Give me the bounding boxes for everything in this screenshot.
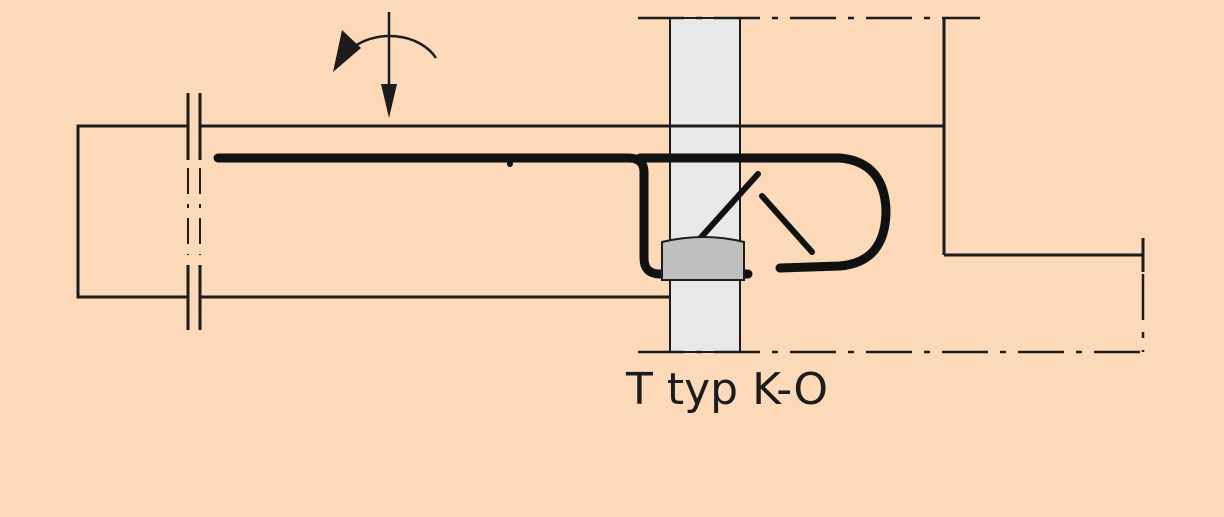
connector-type-label: T typ K-O bbox=[626, 364, 829, 415]
moment-arrow-icon bbox=[333, 30, 438, 72]
boundary-dashdot-lines bbox=[638, 16, 1145, 354]
break-marks bbox=[186, 93, 202, 330]
inner-slab-outline bbox=[942, 18, 1145, 272]
cantilever-slab-outline bbox=[76, 124, 944, 299]
connector-block bbox=[661, 236, 745, 281]
insulation-panel bbox=[669, 17, 741, 353]
reinforcement-bar bbox=[213, 153, 891, 279]
weld-dot bbox=[507, 161, 513, 167]
load-arrow-icon bbox=[381, 12, 397, 118]
